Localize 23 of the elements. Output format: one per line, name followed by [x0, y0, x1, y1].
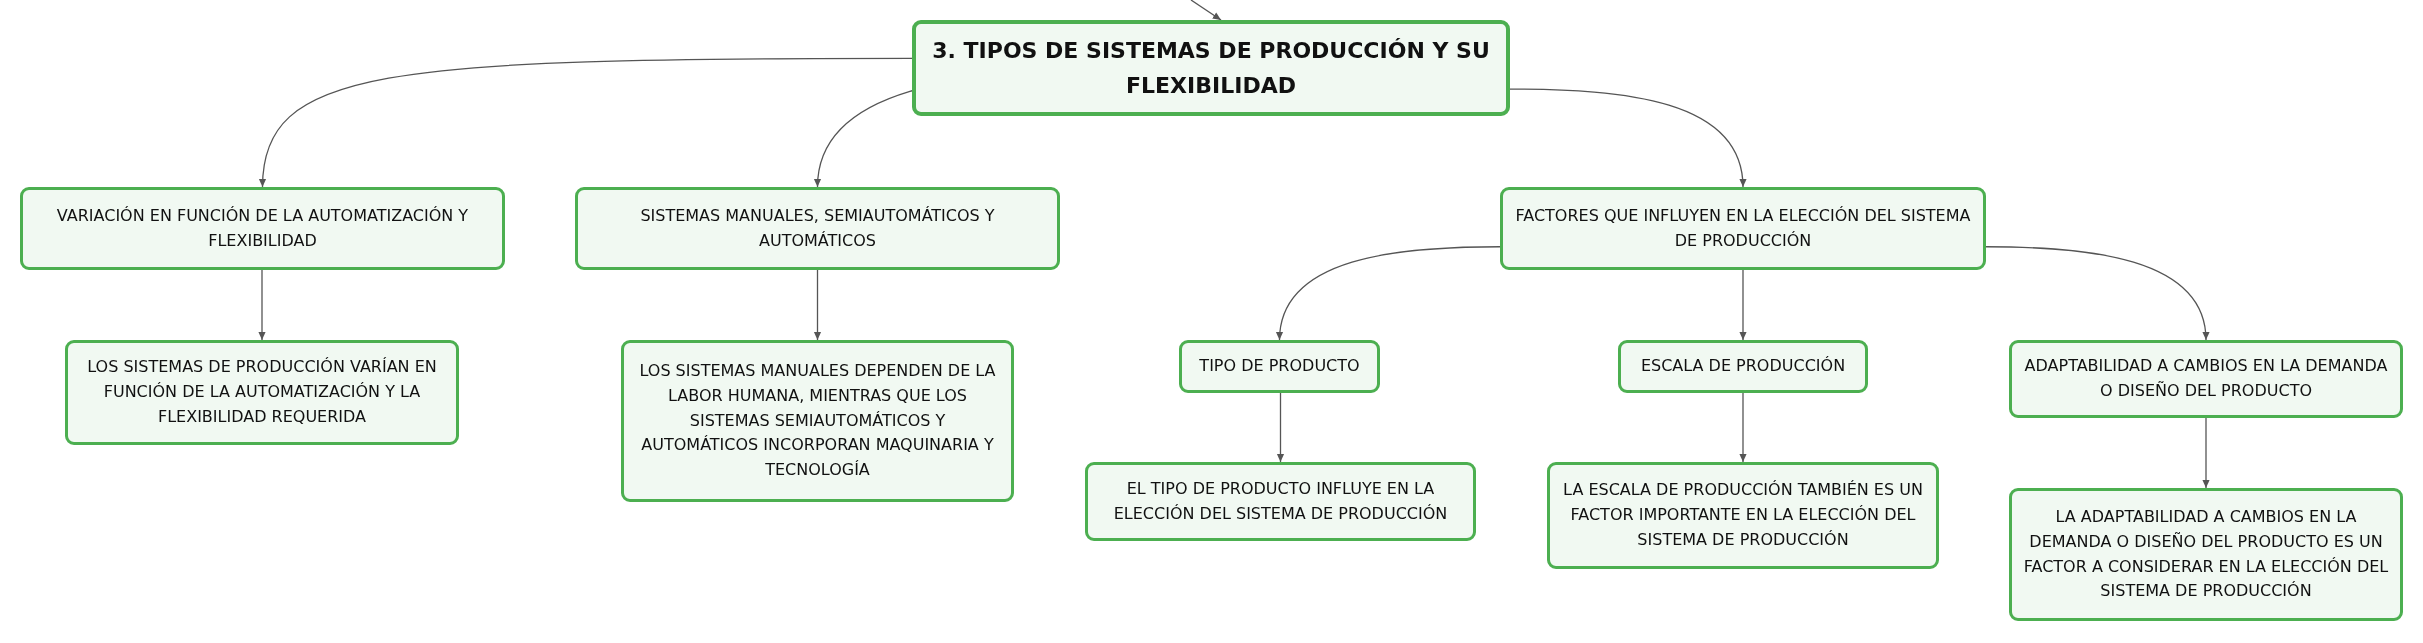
- connector-arrow: [813, 269, 822, 341]
- topic-box: ESCALA DE PRODUCCIÓN: [1618, 340, 1868, 393]
- connector-arrow: [1739, 269, 1747, 341]
- connector-arrow: [1739, 392, 1747, 463]
- topic-box: SISTEMAS MANUALES, SEMIAUTOMÁTICOS Y AUTOMÁTICOS: [575, 187, 1060, 270]
- connector-arrow: [259, 57, 913, 188]
- topic-box: LA ESCALA DE PRODUCCIÓN TAMBIÉN ES UN FACTOR IMPORTANTE EN LA ELECCIÓN DEL SISTEMA DE PRODUCCIÓN: [1547, 462, 1939, 569]
- topic-box: LOS SISTEMAS DE PRODUCCIÓN VARÍAN EN FUNCIÓN DE LA AUTOMATIZACIÓN Y LA FLEXIBILIDAD REQUERIDA: [65, 340, 459, 445]
- topic-box: ADAPTABILIDAD A CAMBIOS EN LA DEMANDA O DISEÑO DEL PRODUCTO: [2009, 340, 2403, 418]
- connector-arrow: [1276, 392, 1285, 463]
- topic-box: FACTORES QUE INFLUYEN EN LA ELECCIÓN DEL SISTEMA DE PRODUCCIÓN: [1500, 187, 1986, 270]
- connector-arrow: [258, 269, 266, 341]
- connector-arrow: [1985, 246, 2209, 341]
- topic-box: LOS SISTEMAS MANUALES DEPENDEN DE LA LABOR HUMANA, MIENTRAS QUE LOS SISTEMAS SEMIAUTOMÁTICOS Y AUTOMÁTICOS INCORPORAN MAQUINARIA Y TECNOLOGÍA: [621, 340, 1014, 502]
- connector-arrow: [1276, 246, 1501, 341]
- connector-arrow: [2202, 417, 2210, 489]
- topic-box: LA ADAPTABILIDAD A CAMBIOS EN LA DEMANDA O DISEÑO DEL PRODUCTO ES UN FACTOR A CONSIDERAR EN LA ELECCIÓN DEL SISTEMA DE PRODUCCIÓN: [2009, 488, 2403, 621]
- connector-arrow: [1190, 0, 1222, 21]
- connector-arrow: [1509, 88, 1746, 188]
- topic-box: VARIACIÓN EN FUNCIÓN DE LA AUTOMATIZACIÓN Y FLEXIBILIDAD: [20, 187, 505, 270]
- central-topic-box: 3. TIPOS DE SISTEMAS DE PRODUCCIÓN Y SU FLEXIBILIDAD: [912, 20, 1510, 116]
- topic-box: EL TIPO DE PRODUCTO INFLUYE EN LA ELECCIÓN DEL SISTEMA DE PRODUCCIÓN: [1085, 462, 1476, 541]
- topic-box: TIPO DE PRODUCTO: [1179, 340, 1380, 393]
